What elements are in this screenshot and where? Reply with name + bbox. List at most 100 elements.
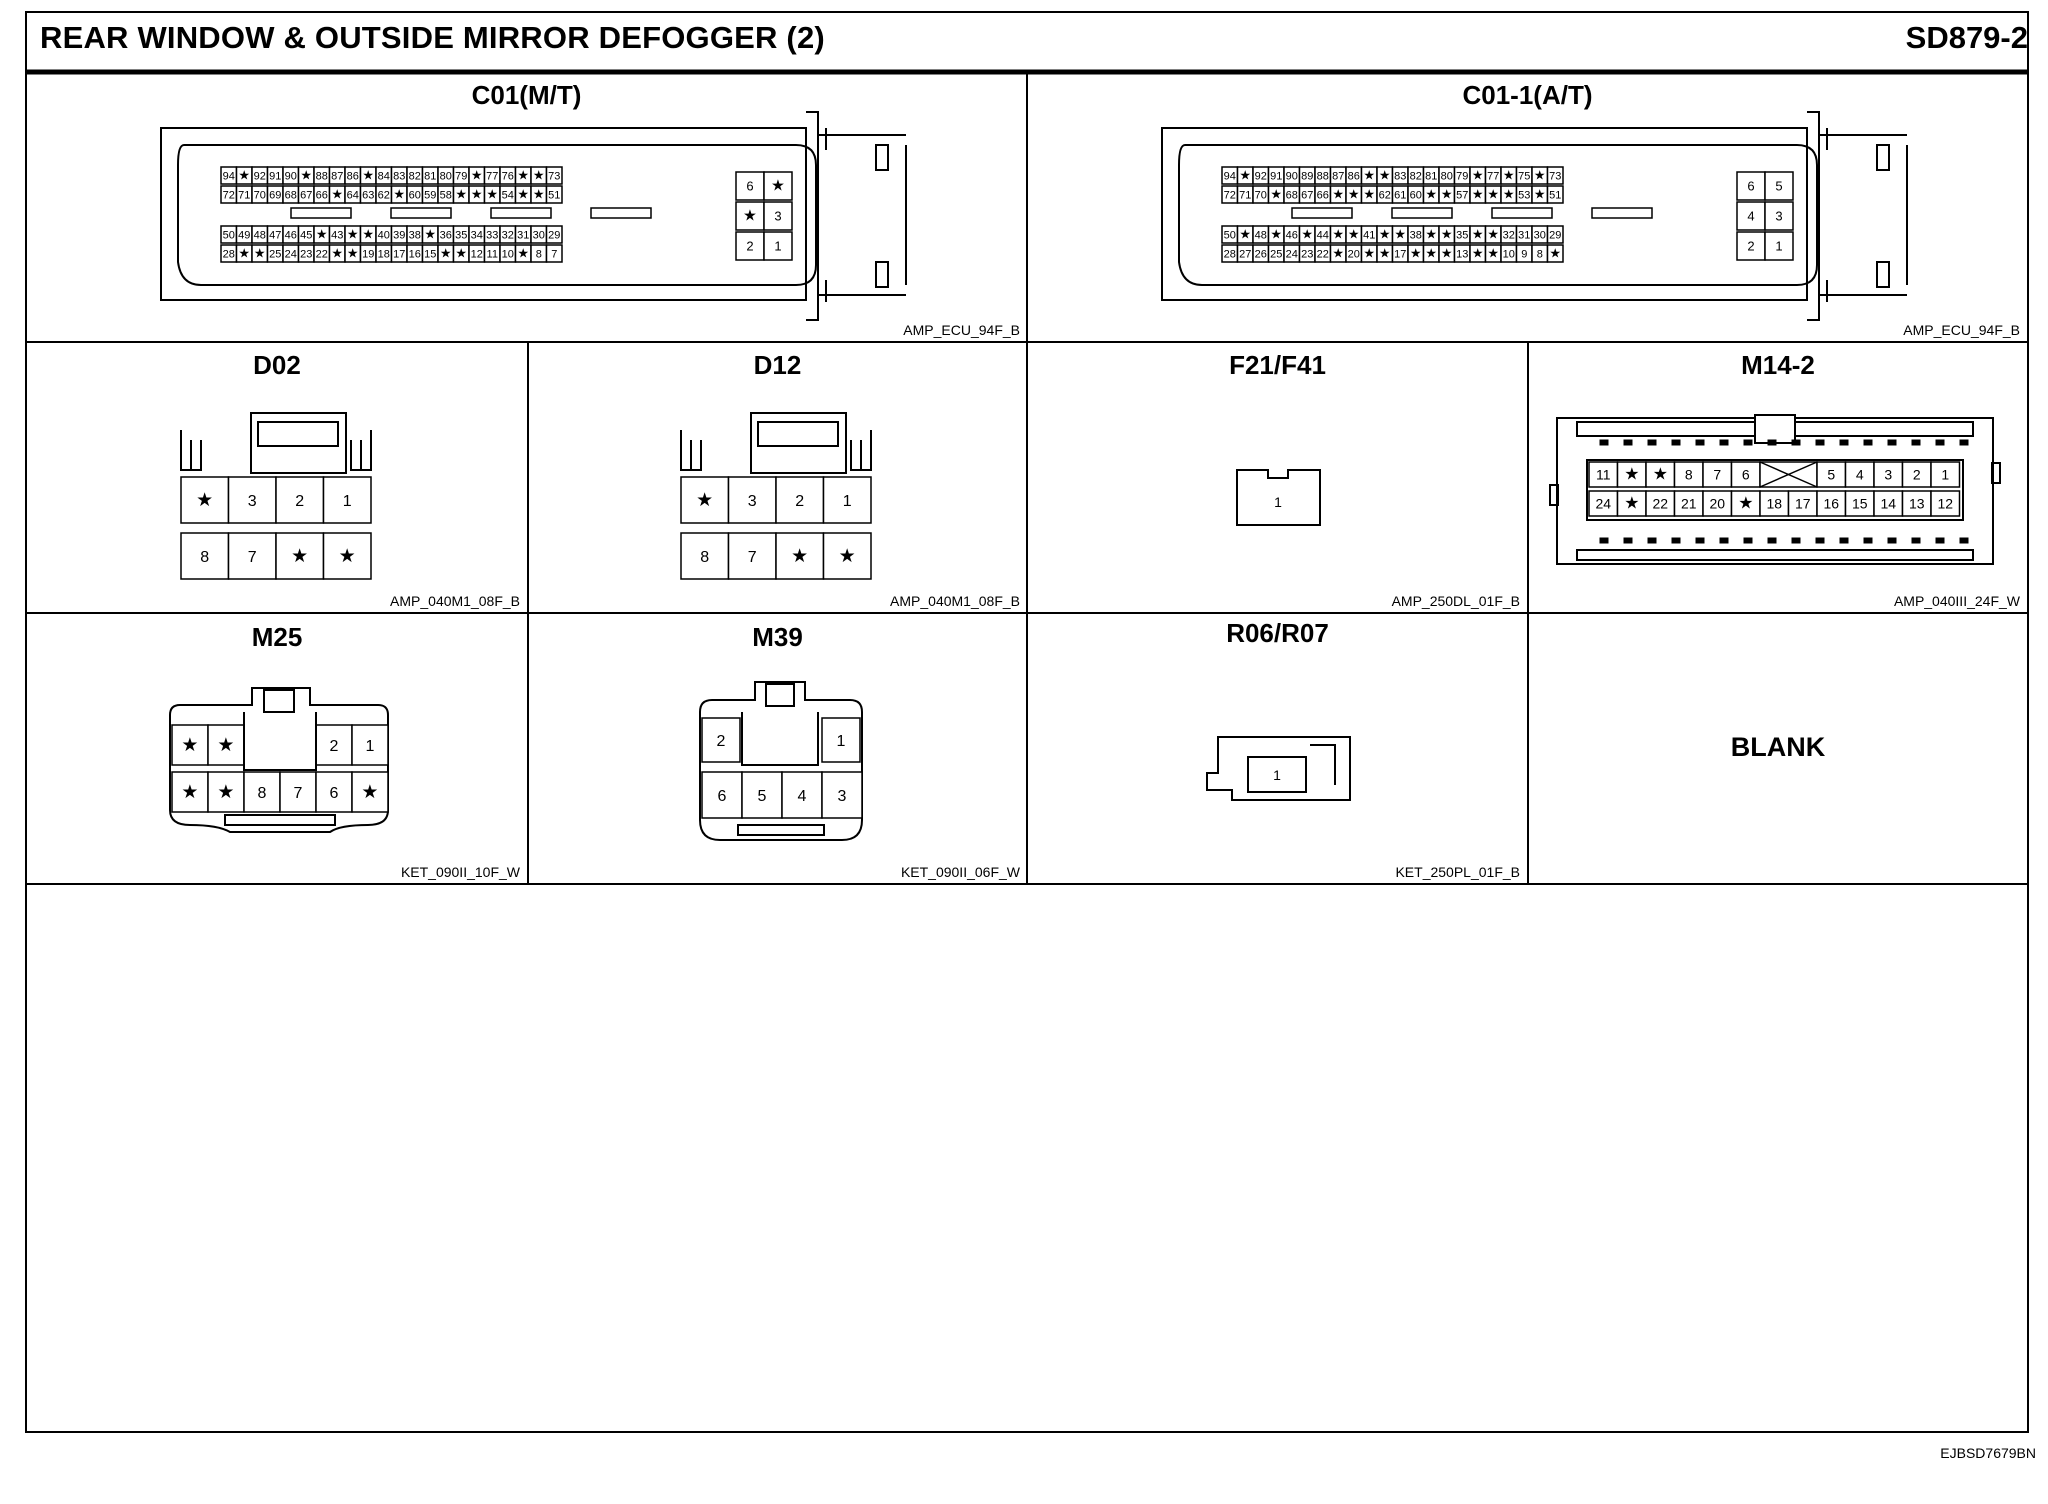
pin-number: 68 [285, 189, 297, 201]
pin-number: 23 [300, 248, 312, 260]
pin-cell [763, 171, 793, 201]
pin-blank-star: ★ [471, 167, 483, 182]
pin-cell [1873, 461, 1904, 488]
pin-cell [701, 717, 741, 763]
connector-title-r06-r07: R06/R07 [1226, 618, 1329, 648]
key-dot [1935, 439, 1945, 446]
pin-blank-star: ★ [1441, 245, 1453, 260]
pin-number: 6 [1742, 467, 1750, 483]
pin-blank-star: ★ [1394, 226, 1406, 241]
pin-cell [180, 532, 230, 580]
pin-number: 7 [551, 248, 557, 260]
key-dot [1839, 537, 1849, 544]
pin-blank-star: ★ [440, 245, 452, 260]
pin-number: 48 [254, 229, 266, 241]
pin-number: 86 [347, 170, 359, 182]
pin-number: 87 [1332, 170, 1344, 182]
key-dot [1839, 439, 1849, 446]
pin-number: 89 [1301, 170, 1313, 182]
key-bar [490, 207, 552, 219]
key-dot [1623, 537, 1633, 544]
pin-number: 4 [1856, 467, 1864, 483]
connector-outline [224, 814, 336, 826]
pin-number: 53 [1518, 189, 1530, 201]
connector-outline [243, 712, 317, 771]
pin-number: 50 [223, 229, 235, 241]
connector-title-m39: M39 [752, 622, 803, 652]
connector-outline [177, 144, 817, 286]
pin-number: 48 [1255, 229, 1267, 241]
page-code: SD879-2 [1905, 20, 2028, 55]
pin-blank-star: ★ [238, 167, 250, 182]
pin-blank-star: ★ [1487, 226, 1499, 241]
pin-number: 1 [366, 738, 375, 755]
connector-outline [257, 421, 339, 447]
key-dot [1599, 537, 1609, 544]
pin-number: 83 [393, 170, 405, 182]
pin-number: 36 [440, 229, 452, 241]
pin-number: 86 [1348, 170, 1360, 182]
connector-title-d02: D02 [253, 350, 301, 380]
pin-cell [1844, 490, 1875, 517]
pin-blank-star: ★ [696, 490, 713, 511]
pin-blank-star: ★ [1410, 245, 1422, 260]
pin-number: 69 [269, 189, 281, 201]
pin-cell [763, 231, 793, 261]
key-bar [590, 207, 652, 219]
pin-number: 24 [285, 248, 297, 260]
pin-number: 90 [285, 170, 297, 182]
pin-number: 3 [838, 788, 847, 805]
connector-outline [263, 689, 295, 713]
pin-number: 18 [1766, 496, 1782, 512]
connector-outline [160, 127, 807, 301]
pin-blank-star: ★ [1363, 245, 1375, 260]
pin-number: 1 [1941, 467, 1949, 483]
pin-cell [1787, 490, 1818, 517]
pin-number: 57 [1456, 189, 1468, 201]
pin-number: 62 [378, 189, 390, 201]
pin-blank-star: ★ [471, 186, 483, 201]
pin-number: 2 [1747, 239, 1754, 254]
blank-cell-label: BLANK [1730, 732, 1826, 762]
pin-blank-star: ★ [316, 226, 328, 241]
pin-number: 60 [409, 189, 421, 201]
pin-cell [545, 166, 563, 185]
pin-cell [1844, 461, 1875, 488]
pin-number: 27 [1239, 248, 1251, 260]
pin-number: 8 [700, 549, 709, 566]
pin-number: 91 [269, 170, 281, 182]
pin-number: 20 [1709, 496, 1725, 512]
pin-cell [1546, 225, 1564, 244]
pin-number: 84 [378, 170, 390, 182]
pin-blank-star: ★ [1624, 494, 1639, 513]
pin-number: 28 [1224, 248, 1236, 260]
pin-number: 3 [1884, 467, 1892, 483]
pin-number: 82 [1410, 170, 1422, 182]
pin-number: 51 [1549, 189, 1561, 201]
key-dot [1743, 537, 1753, 544]
pin-number: 81 [1425, 170, 1437, 182]
pin-number: 17 [393, 248, 405, 260]
pin-blank-star: ★ [1503, 167, 1515, 182]
page-title: REAR WINDOW & OUTSIDE MIRROR DEFOGGER (2… [40, 20, 825, 55]
pin-blank-star: ★ [1363, 167, 1375, 182]
pin-number: 1 [1273, 767, 1281, 783]
pin-blank-star: ★ [1487, 245, 1499, 260]
key-dot [1743, 439, 1753, 446]
pin-number: 19 [362, 248, 374, 260]
pin-cell [1546, 244, 1564, 263]
pin-blank-star: ★ [1239, 226, 1251, 241]
pin-number: 6 [1747, 179, 1754, 194]
pin-blank-star: ★ [238, 245, 250, 260]
pin-cell [227, 476, 277, 524]
pin-number: 32 [1503, 229, 1515, 241]
pin-blank-star: ★ [331, 186, 343, 201]
pin-number: 34 [471, 229, 483, 241]
pin-number: 7 [1713, 467, 1721, 483]
part-number-c01-1-at: AMP_ECU_94F_B [1903, 322, 2020, 338]
pin-blank-star: ★ [347, 226, 359, 241]
connector-outline [1807, 111, 1820, 321]
